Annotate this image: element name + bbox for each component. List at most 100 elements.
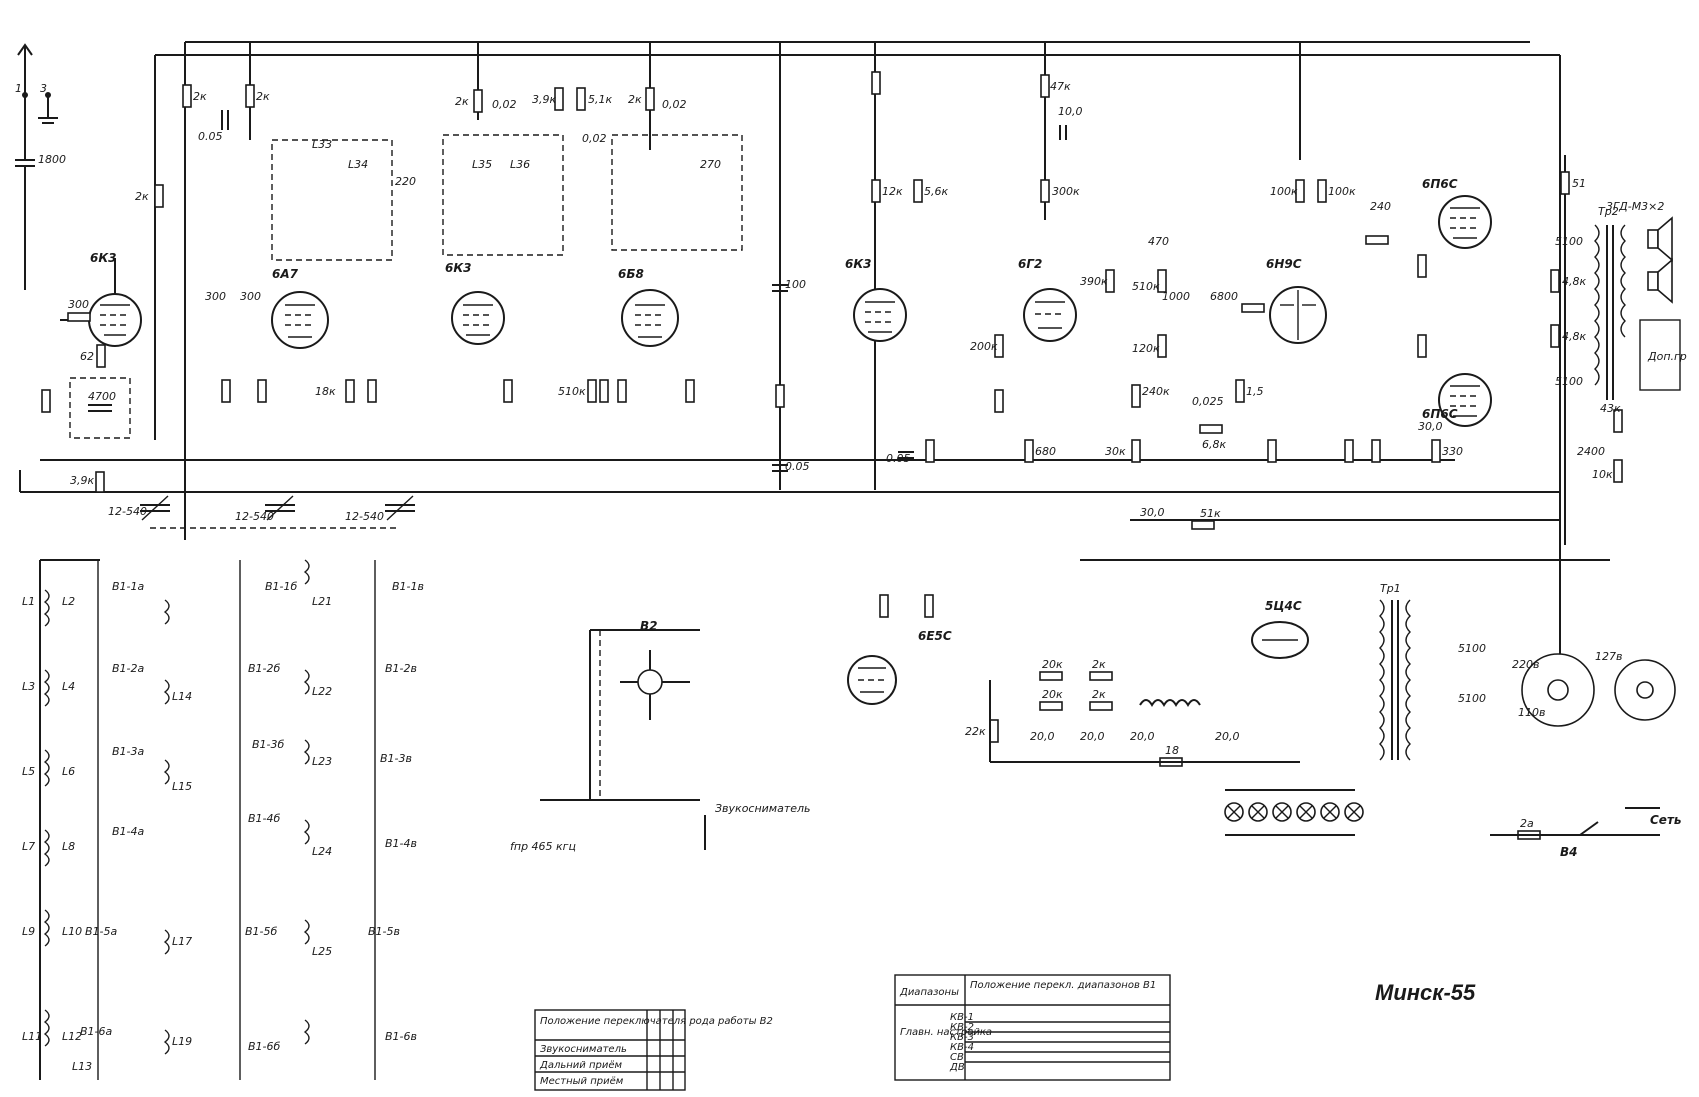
sw-b1-3b-label: В1-3б	[252, 738, 285, 751]
r4-8k-b-label: 4,8к	[1562, 330, 1586, 343]
range-table-side: Главн. настройка	[900, 1027, 992, 1038]
c2400-label: 2400	[1577, 445, 1605, 458]
c30-label: 30,0	[1418, 420, 1443, 433]
coil-l25-label: L25	[312, 945, 332, 958]
r39k-label: 3,9к	[70, 474, 94, 487]
if-can-1	[271, 139, 393, 261]
resistor-300	[67, 312, 91, 322]
mode-row-local: Местный приём	[540, 1076, 624, 1087]
coil-l12-label: L12	[62, 1030, 82, 1043]
c220-label: 220	[395, 175, 416, 188]
r2k-e-label: 2к	[628, 93, 642, 106]
r12k-label: 12к	[882, 185, 903, 198]
sw-b1-4b-label: В1-4б	[248, 812, 281, 825]
resistor-47k	[1040, 74, 1050, 98]
diagram-title: Минск-55	[1375, 980, 1476, 1005]
coil-l13-label: L13	[72, 1060, 92, 1073]
tube-6g2	[1023, 288, 1077, 342]
resistor-510k-b	[1157, 269, 1167, 293]
coil-l10-label: L10	[62, 925, 82, 938]
power-switch-label: В4	[1560, 845, 1578, 859]
variable-capacitor-gang	[140, 495, 415, 529]
r240k-label: 240к	[1142, 385, 1170, 398]
resistor-43k	[1613, 409, 1623, 433]
extra-speaker-box	[1639, 319, 1681, 391]
tube-6n9s	[1269, 286, 1327, 344]
resistor-1k-f	[775, 384, 785, 408]
sw-b1-3v-label: В1-3в	[380, 752, 412, 765]
resistor-4-8k-a	[1550, 269, 1560, 293]
c10-label: 10,0	[1058, 105, 1083, 118]
c002-b-label: 0,02	[582, 132, 607, 145]
mode-table	[534, 1009, 686, 1091]
resistor-1k-c	[257, 379, 267, 403]
resistor-2k-d	[473, 89, 483, 113]
resistor-390k	[1105, 269, 1115, 293]
coil-l28-label: L34	[348, 158, 368, 171]
tube-6k3-if2	[853, 288, 907, 342]
c300-b-label: 300	[240, 290, 261, 303]
c20-c-label: 20,0	[1130, 730, 1155, 743]
filter-choke	[1139, 699, 1201, 707]
resistor-200k-a	[994, 334, 1004, 358]
v220-label: 220в	[1512, 658, 1539, 671]
tube-label-5c4s: 5Ц4С	[1265, 599, 1302, 613]
range-table-col1: Диапазоны	[899, 987, 959, 998]
resistor-200k-c	[1371, 439, 1381, 463]
r510k-a-label: 510к	[558, 385, 586, 398]
sw-b1-6b-label: В1-6б	[248, 1040, 281, 1053]
r300-label: 300	[68, 298, 89, 311]
speaker-label: 3ГД-М3×2	[1606, 200, 1664, 213]
mains-label: Сеть	[1650, 813, 1682, 827]
r2k-b-label: 2к	[256, 90, 270, 103]
sw-b1-2a-label: В1-2а	[112, 662, 145, 675]
resistor-1k-h	[1267, 439, 1277, 463]
r2k-a-label: 2к	[193, 90, 207, 103]
resistor-10k	[1613, 459, 1623, 483]
tube-label-6e5s: 6Е5С	[918, 629, 952, 643]
resistor-1k-b	[221, 379, 231, 403]
resistor-30k	[1131, 439, 1141, 463]
resistor-3-9k	[554, 87, 564, 111]
coil-l24-label: L24	[312, 845, 332, 858]
range-row-kv4: КВ-4	[950, 1042, 974, 1053]
coil-l32-label: L36	[510, 158, 530, 171]
tube-6a7	[271, 291, 329, 349]
range-table-header: Положение перекл. диапазонов В1	[970, 980, 1156, 991]
c5100-b-label: 5100	[1555, 375, 1583, 388]
c002-a-label: 0,02	[492, 98, 517, 111]
resistor-3-0b	[685, 379, 695, 403]
r5-6k-label: 5,6к	[924, 185, 948, 198]
resistor-2k-c	[154, 184, 164, 208]
sw-b1-2v-label: В1-2в	[385, 662, 417, 675]
antenna-label: 1	[15, 82, 22, 95]
resistor-100k-a	[994, 389, 1004, 413]
resistor-4-8k-b	[1550, 324, 1560, 348]
coil-l14-label: L14	[172, 690, 192, 703]
resistor-1k-g	[925, 439, 935, 463]
r2k-d-label: 2к	[455, 95, 469, 108]
resistor-2k-f	[871, 71, 881, 95]
coil-l23-label: L23	[312, 755, 332, 768]
resistor-5-1k	[576, 87, 586, 111]
sw-b1-5v-label: В1-5в	[368, 925, 400, 938]
rectifier-5c4s	[1251, 621, 1309, 659]
tube-6e5s	[847, 655, 897, 705]
r6-8k-label: 6,8к	[1202, 438, 1226, 451]
coil-l2-label: L2	[62, 595, 75, 608]
sw-b1-3a-label: В1-3а	[112, 745, 145, 758]
tube-label-6b8: 6Б8	[618, 267, 644, 281]
r51-label: 51	[1572, 177, 1586, 190]
power-switch-icon	[1579, 821, 1599, 836]
c100-label: 100	[785, 278, 806, 291]
mode-row-pickup: Звукосниматель	[540, 1044, 627, 1055]
sw-b1-5b-label: В1-5б	[245, 925, 278, 938]
c470-label: 470	[1148, 235, 1169, 248]
resistor-1k-left	[41, 389, 51, 413]
vc3-label: 12-540	[345, 510, 384, 523]
b2-label: В2	[640, 619, 658, 633]
coil-l6-label: L6	[62, 765, 75, 778]
resistor-2k-g	[1089, 671, 1113, 681]
tube-6k3-if	[451, 291, 505, 345]
